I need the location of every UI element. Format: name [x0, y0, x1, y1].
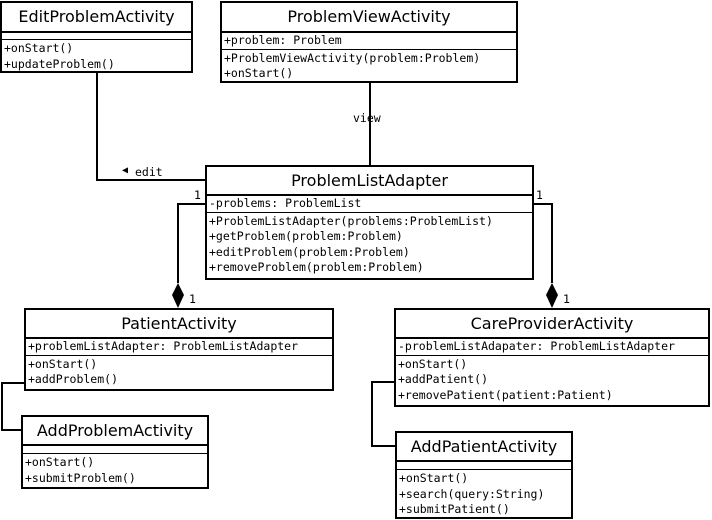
- edit-direction-arrow: ◀: [122, 165, 129, 176]
- method-line: +submitProblem(): [25, 470, 136, 485]
- method-line: +onStart(): [25, 455, 95, 469]
- attribute-line: +problem: Problem: [224, 33, 342, 47]
- class-name: EditProblemActivity: [2, 3, 191, 33]
- class-methods: +onStart() +updateProblem(): [2, 40, 191, 71]
- class-name: AddPatientActivity: [397, 433, 571, 462]
- method-line: +onStart(): [398, 356, 468, 371]
- method-line: +getProblem(problem:Problem): [209, 229, 403, 243]
- multiplicity-label: 1: [536, 188, 543, 202]
- attribute-line: -problemListAdapater: ProblemListAdapter: [398, 339, 675, 353]
- method-line: +submitPatient(): [399, 502, 510, 516]
- attribute-line: -problems: ProblemList: [209, 196, 362, 210]
- method-line: +onStart(): [28, 356, 98, 371]
- edit-label: edit: [135, 165, 163, 179]
- method-line: +updateProblem(): [4, 56, 115, 71]
- class-attributes: [2, 33, 191, 40]
- method-line: +search(query:String): [399, 486, 545, 501]
- method-line: +onStart(): [224, 66, 294, 80]
- class-problem-view-activity: ProblemViewActivity +problem: Problem +P…: [220, 1, 518, 83]
- class-name: ProblemViewActivity: [222, 3, 516, 33]
- class-name: CareProviderActivity: [396, 310, 708, 339]
- class-add-patient-activity: AddPatientActivity +onStart() +search(qu…: [395, 431, 573, 519]
- care-composition-line: [533, 203, 553, 283]
- method-line: +onStart(): [399, 471, 469, 485]
- class-attributes: -problemListAdapater: ProblemListAdapter: [396, 339, 708, 356]
- patient-composition-diamond: [172, 283, 184, 308]
- method-line: +addPatient(): [398, 372, 489, 386]
- method-line: +removePatient(patient:Patient): [398, 387, 613, 402]
- method-line: +removeProblem(problem:Problem): [209, 260, 424, 274]
- class-edit-problem-activity: EditProblemActivity +onStart() +updatePr…: [0, 1, 193, 73]
- care-addpatient-line: [371, 381, 396, 447]
- care-composition-diamond: [546, 283, 558, 308]
- class-methods: +onStart() +search(query:String) +submit…: [397, 470, 571, 517]
- class-attributes: [23, 446, 207, 454]
- class-problem-list-adapter: ProblemListAdapter -problems: ProblemLis…: [205, 165, 534, 280]
- multiplicity-label: 1: [563, 292, 570, 306]
- multiplicity-label: 1: [189, 292, 196, 306]
- class-attributes: +problem: Problem: [222, 33, 516, 50]
- class-name: ProblemListAdapter: [207, 167, 532, 196]
- patient-composition-line: [177, 203, 206, 283]
- method-line: +ProblemViewActivity(problem:Problem): [224, 50, 481, 65]
- class-patient-activity: PatientActivity +problemListAdapter: Pro…: [24, 308, 334, 391]
- class-methods: +ProblemListAdapter(problems:ProblemList…: [207, 213, 532, 276]
- class-methods: +onStart() +submitProblem(): [23, 454, 207, 486]
- class-attributes: [397, 462, 571, 470]
- multiplicity-label: 1: [194, 188, 201, 202]
- patient-addproblem-line: [1, 382, 26, 431]
- class-add-problem-activity: AddProblemActivity +onStart() +submitPro…: [21, 415, 209, 489]
- class-attributes: +problemListAdapter: ProblemListAdapter: [26, 339, 332, 356]
- edit-association-line: [96, 73, 206, 181]
- method-line: +editProblem(problem:Problem): [209, 244, 410, 259]
- class-methods: +ProblemViewActivity(problem:Problem) +o…: [222, 50, 516, 82]
- class-name: AddProblemActivity: [23, 417, 207, 446]
- class-methods: +onStart() +addProblem(): [26, 356, 332, 388]
- attribute-line: +problemListAdapter: ProblemListAdapter: [28, 339, 299, 353]
- class-name: PatientActivity: [26, 310, 332, 339]
- class-care-provider-activity: CareProviderActivity -problemListAdapate…: [394, 308, 710, 407]
- view-label: view: [353, 111, 381, 125]
- class-methods: +onStart() +addPatient() +removePatient(…: [396, 356, 708, 404]
- method-line: +ProblemListAdapter(problems:ProblemList…: [209, 213, 493, 228]
- class-attributes: -problems: ProblemList: [207, 196, 532, 213]
- method-line: +addProblem(): [28, 372, 119, 386]
- method-line: +onStart(): [4, 41, 74, 55]
